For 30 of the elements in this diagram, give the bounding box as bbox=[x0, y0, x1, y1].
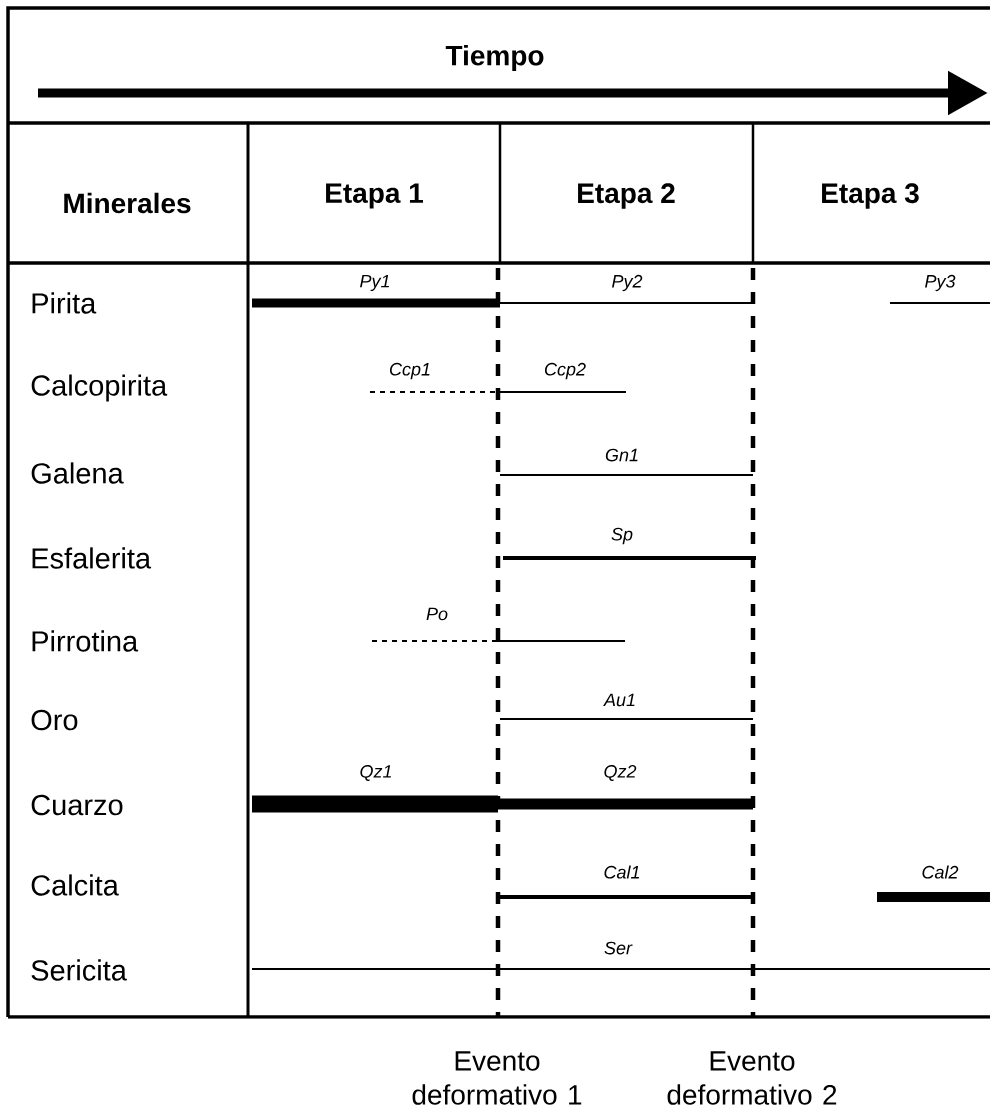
mineral-name: Galena bbox=[31, 462, 124, 484]
mineral-bar: Po bbox=[371, 607, 626, 642]
mineral-bar: Cal1 bbox=[500, 865, 753, 899]
mineral-bar: Ser bbox=[251, 941, 990, 970]
mineral-name: Oro bbox=[31, 709, 78, 731]
mineral-name: Calcopirita bbox=[31, 374, 168, 402]
title: Tiempo bbox=[445, 44, 544, 72]
mineral-name: Esfalerita bbox=[32, 547, 152, 569]
mineral-bar: Py2 bbox=[499, 274, 754, 304]
mineral-bar: Gn1 bbox=[499, 448, 754, 476]
mineral-bar: Cal2 bbox=[877, 865, 990, 902]
mineral-bar: Au1 bbox=[499, 693, 754, 720]
column-header: Minerales bbox=[64, 192, 191, 214]
mineral-bar: Py1 bbox=[252, 274, 500, 308]
mineral-bar: Qz1 bbox=[252, 765, 498, 813]
mineral-name: Pirita bbox=[32, 292, 97, 314]
column-header: Etapa 3 bbox=[822, 183, 919, 209]
event-label: Evento deformativo 2 bbox=[667, 1051, 837, 1105]
event-label: Evento deformativo 1 bbox=[412, 1051, 582, 1105]
mineral-name: Pirrotina bbox=[32, 630, 139, 652]
mineral-name: Cuarzo bbox=[31, 794, 123, 816]
column-header: Etapa 2 bbox=[578, 183, 675, 209]
mineral-bar: Py3 bbox=[889, 274, 990, 304]
mineral-bar: Sp bbox=[503, 527, 756, 560]
mineral-bar: Qz2 bbox=[498, 765, 753, 810]
mineral-name: Calcita bbox=[31, 874, 119, 896]
mineral-name: Sericita bbox=[31, 959, 127, 981]
column-header: Etapa 1 bbox=[326, 183, 423, 209]
mineral-bar: Ccp2 bbox=[499, 362, 627, 393]
mineral-bar: Ccp1 bbox=[369, 362, 501, 393]
